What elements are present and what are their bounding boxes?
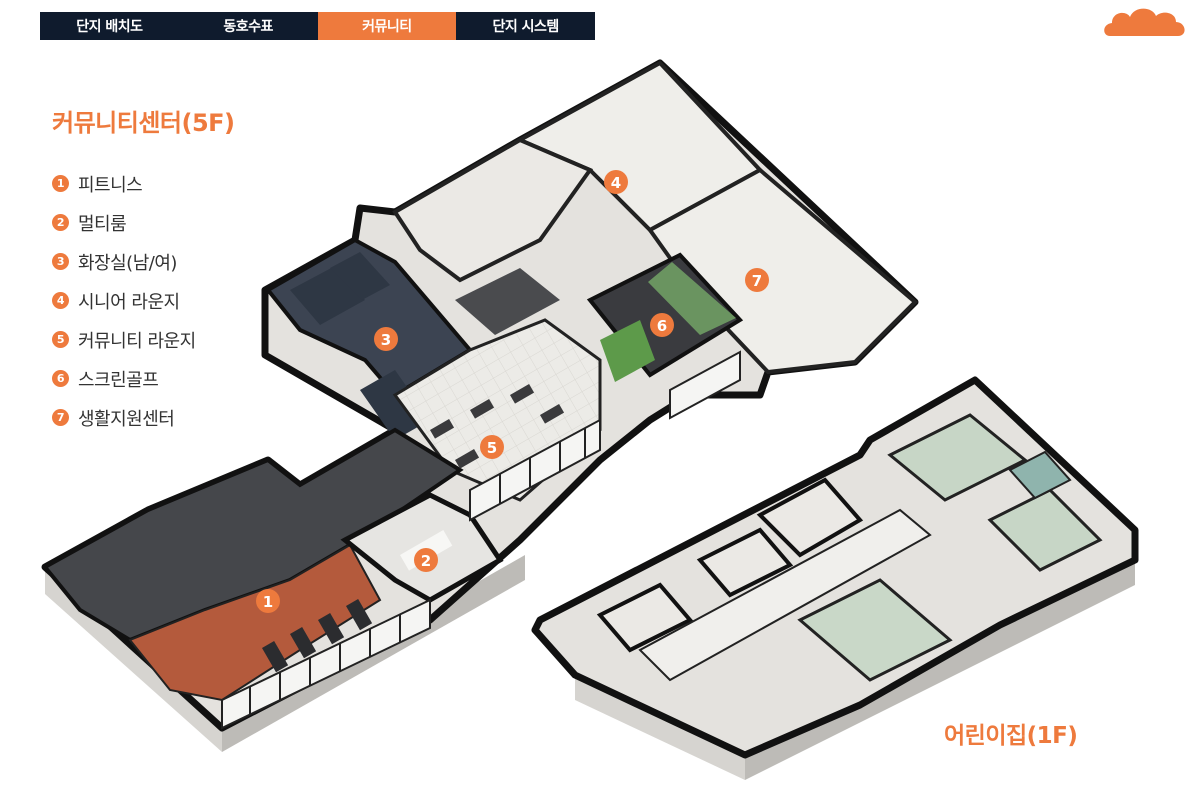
legend-label: 멀티룸: [78, 213, 127, 235]
number-badge-icon: 4: [52, 292, 69, 309]
daycare-plan: [531, 376, 1139, 780]
room-markers: 1 2 3 4 5 6 7: [256, 170, 769, 613]
legend-item: 1 피트니스: [52, 164, 196, 203]
marker-label: 2: [421, 552, 431, 570]
marker-label: 3: [381, 331, 391, 349]
legend-label: 피트니스: [78, 174, 143, 196]
number-badge-icon: 3: [52, 253, 69, 270]
number-badge-icon: 6: [52, 370, 69, 387]
community-center-title: 커뮤니티센터(5F): [52, 109, 235, 137]
legend-item: 7 생활지원센터: [52, 398, 196, 437]
legend-item: 2 멀티룸: [52, 203, 196, 242]
tab-community[interactable]: 커뮤니티: [317, 12, 457, 40]
number-badge-icon: 5: [52, 331, 69, 348]
legend-label: 시니어 라운지: [78, 291, 180, 313]
legend-item: 3 화장실(남/여): [52, 242, 196, 281]
cloud-icon: [1104, 8, 1185, 36]
marker-support-center[interactable]: 7: [745, 268, 769, 292]
community-center-plan: [41, 59, 919, 752]
marker-community-lounge[interactable]: 5: [480, 435, 504, 459]
tab-complex-system[interactable]: 단지 시스템: [492, 19, 559, 35]
marker-label: 1: [263, 593, 273, 611]
legend-label: 커뮤니티 라운지: [78, 330, 196, 352]
daycare-title: 어린이집(1F): [944, 723, 1078, 749]
marker-senior-lounge[interactable]: 4: [604, 170, 628, 194]
legend-item: 4 시니어 라운지: [52, 281, 196, 320]
legend-label: 화장실(남/여): [78, 252, 177, 274]
marker-label: 7: [752, 272, 762, 290]
marker-multi-room[interactable]: 2: [414, 548, 438, 572]
marker-label: 4: [611, 174, 621, 192]
number-badge-icon: 7: [52, 409, 69, 426]
top-tab-nav: 단지 배치도 동호수표 커뮤니티 단지 시스템: [40, 12, 595, 40]
marker-fitness[interactable]: 1: [256, 589, 280, 613]
marker-screen-golf[interactable]: 6: [650, 313, 674, 337]
marker-label: 6: [657, 317, 667, 335]
number-badge-icon: 1: [52, 175, 69, 192]
number-badge-icon: 2: [52, 214, 69, 231]
legend-item: 6 스크린골프: [52, 359, 196, 398]
legend-item: 5 커뮤니티 라운지: [52, 320, 196, 359]
marker-restroom[interactable]: 3: [374, 327, 398, 351]
legend-label: 생활지원센터: [78, 408, 175, 430]
tab-unit-chart[interactable]: 동호수표: [223, 19, 273, 35]
marker-label: 5: [487, 439, 497, 457]
legend-label: 스크린골프: [78, 369, 159, 391]
tab-site-plan[interactable]: 단지 배치도: [76, 19, 143, 35]
